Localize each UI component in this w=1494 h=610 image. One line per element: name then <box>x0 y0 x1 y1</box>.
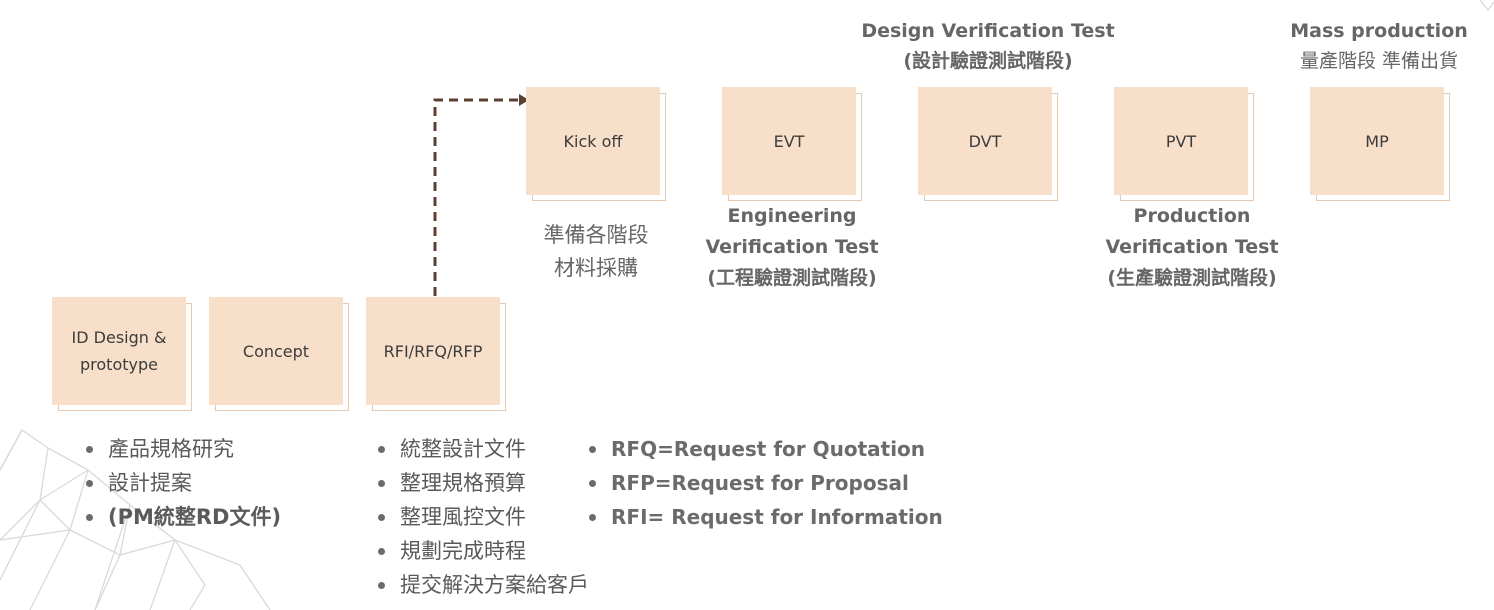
stage-label-id-design: ID Design & prototype <box>71 328 167 374</box>
stage-card-concept: Concept <box>209 297 349 411</box>
stage-label-concept: Concept <box>242 341 310 361</box>
stage-card-kickoff: Kick off <box>526 87 666 201</box>
list-item: 提交解決方案給客戶 <box>378 568 589 602</box>
list-item: RFP=Request for Proposal <box>589 466 943 500</box>
list-item: 統整設計文件 <box>378 432 589 466</box>
caption-evt-en: Engineering Verification Test <box>705 205 879 258</box>
stage-label-kickoff: Kick off <box>563 131 623 151</box>
stage-label-pvt: PVT <box>1165 131 1197 151</box>
stage-card-pvt: PVT <box>1114 87 1254 201</box>
stage-card-mp: MP <box>1310 87 1450 201</box>
notes-rfi-en: RFQ=Request for Quotation RFP=Request fo… <box>589 432 943 534</box>
stage-card-dvt: DVT <box>918 87 1058 201</box>
stage-card-rfi: RFI/RFQ/RFP <box>366 297 506 411</box>
list-item: (PM統整RD文件) <box>86 500 281 534</box>
stage-label-evt: EVT <box>773 131 805 151</box>
caption-evt-zh: (工程驗證測試階段) <box>707 267 877 289</box>
list-item: 整理規格預算 <box>378 466 589 500</box>
list-item: 設計提案 <box>86 466 281 500</box>
list-item: 整理風控文件 <box>378 500 589 534</box>
stage-label-dvt: DVT <box>968 131 1002 151</box>
list-item: RFI= Request for Information <box>589 500 943 534</box>
list-item: 產品規格研究 <box>86 432 281 466</box>
caption-dvt-zh: (設計驗證測試階段) <box>903 50 1073 72</box>
caption-kickoff-zh: 準備各階段 材料採購 <box>543 223 649 280</box>
stage-card-id-design: ID Design & prototype <box>52 297 192 411</box>
stage-card-evt: EVT <box>722 87 862 201</box>
caption-mp-zh: 量產階段 準備出貨 <box>1299 50 1459 72</box>
caption-pvt-zh: (生產驗證測試階段) <box>1107 267 1277 289</box>
caption-mp-en: Mass production <box>1290 20 1468 42</box>
notes-rfi-zh: 統整設計文件 整理規格預算 整理風控文件 規劃完成時程 提交解決方案給客戶 <box>378 432 589 602</box>
caption-pvt-en: Production Verification Test <box>1105 205 1279 258</box>
list-item: RFQ=Request for Quotation <box>589 432 943 466</box>
list-item: 規劃完成時程 <box>378 534 589 568</box>
notes-id-design: 產品規格研究 設計提案 (PM統整RD文件) <box>86 432 281 534</box>
stage-label-rfi: RFI/RFQ/RFP <box>383 341 483 361</box>
caption-dvt-en: Design Verification Test <box>861 20 1115 42</box>
stage-label-mp: MP <box>1365 131 1389 151</box>
